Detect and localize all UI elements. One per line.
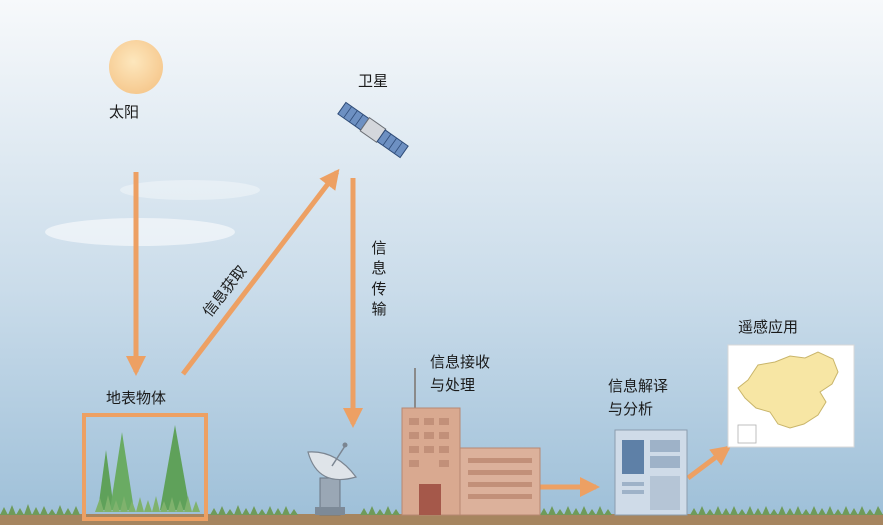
arrow-information-acquisition bbox=[181, 168, 340, 376]
china-map-icon bbox=[737, 351, 839, 429]
cloud bbox=[45, 218, 235, 246]
transmission-label: 信息传输 bbox=[371, 239, 387, 318]
computer-cabinet-icon bbox=[614, 429, 688, 516]
arrow-to-applications bbox=[686, 445, 732, 480]
ground-objects-label: 地表物体 bbox=[106, 389, 167, 407]
applications-label: 遥感应用 bbox=[738, 318, 799, 336]
interpret-analyze-label-line2: 与分析 bbox=[608, 400, 654, 418]
trees-icon bbox=[95, 425, 200, 512]
processing-building-icon bbox=[401, 368, 541, 516]
cloud bbox=[120, 180, 260, 200]
satellite-icon bbox=[337, 101, 409, 159]
satellite-label: 卫星 bbox=[358, 72, 389, 90]
ground bbox=[0, 514, 883, 525]
interpret-analyze-label-line1: 信息解译 bbox=[608, 377, 669, 395]
receive-process-label-line1: 信息接收 bbox=[430, 353, 491, 371]
ground-objects-frame bbox=[82, 413, 208, 521]
map-inset bbox=[737, 424, 757, 444]
sun-label: 太阳 bbox=[109, 103, 140, 121]
grass bbox=[0, 504, 883, 515]
sun-icon bbox=[109, 40, 163, 94]
satellite-dish-icon bbox=[307, 442, 357, 516]
receive-process-label-line2: 与处理 bbox=[430, 376, 476, 394]
